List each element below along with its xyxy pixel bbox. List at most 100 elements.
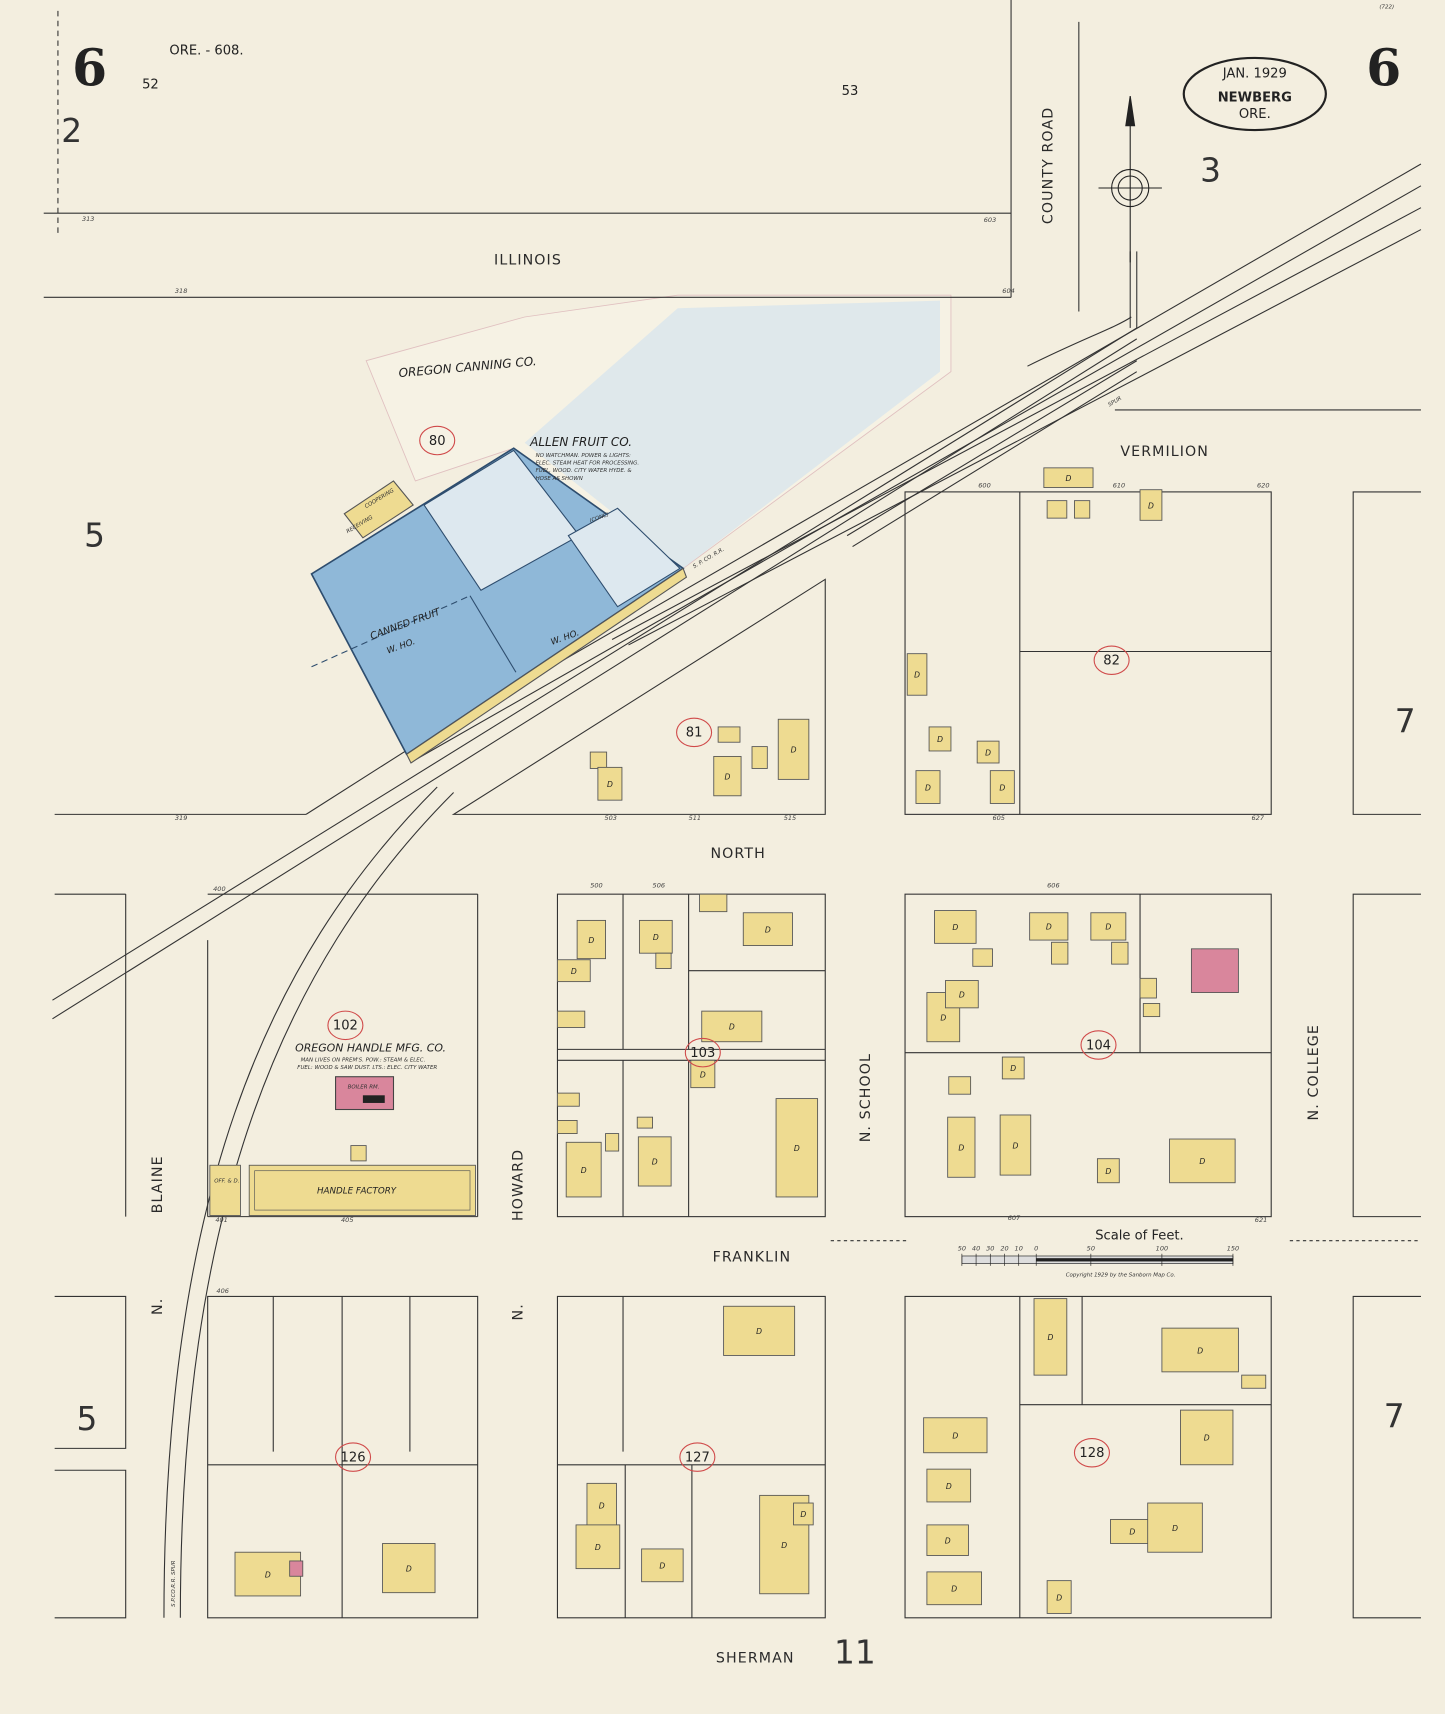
block-number-label: 104 [1086, 1038, 1111, 1053]
dwelling [557, 1120, 578, 1134]
allen-fruit-co-complex [310, 447, 688, 764]
dwelling-outline [655, 952, 672, 969]
dwelling: D [1180, 1409, 1234, 1466]
dwelling-outline [597, 766, 623, 801]
block-number: 128 [1073, 1437, 1110, 1468]
block-number: 102 [327, 1010, 364, 1041]
dwelling: D [906, 653, 928, 696]
block-number: 81 [676, 717, 713, 748]
dwelling-outline [586, 1482, 617, 1528]
dwelling-outline [1074, 500, 1091, 519]
dwelling-outline [575, 1524, 621, 1570]
dwelling [605, 1133, 620, 1152]
block-number: 104 [1080, 1030, 1117, 1060]
dwelling-label: D [940, 1013, 946, 1022]
oregon-handle-label: OREGON HANDLE MFG. CO. [295, 1042, 446, 1055]
dwelling-label: D [1056, 1593, 1062, 1602]
dwelling-label: D [652, 1158, 658, 1167]
scale-tick-label: 0 [1034, 1245, 1038, 1253]
address-number: 405 [341, 1216, 353, 1224]
street-blaine-prefix: N. [150, 1298, 166, 1315]
railroad-tracks [52, 163, 1422, 1618]
dwelling-outline [1180, 1409, 1234, 1466]
dwelling-outline [947, 1116, 976, 1178]
dwelling-label: D [937, 735, 943, 744]
street-sherman: SHERMAN [716, 1651, 795, 1667]
block-number-circle [676, 717, 713, 748]
dwelling-label: D [985, 748, 991, 757]
scale-tick-label: 30 [986, 1245, 994, 1253]
dwelling: D [934, 910, 977, 944]
dwelling-outline [1139, 977, 1157, 999]
dwelling [1139, 977, 1157, 999]
dwelling [636, 1116, 653, 1129]
block-number-label: 80 [429, 434, 446, 449]
address-number: 511 [689, 814, 701, 822]
adjoining-sheet-3: 3 [1200, 151, 1221, 189]
dwelling-outline [1001, 1056, 1025, 1080]
dwelling: D [926, 1571, 982, 1606]
street-north: NORTH [710, 846, 765, 862]
dwelling-label: D [952, 1432, 958, 1441]
dwelling: D [777, 718, 810, 780]
dwelling-outline [1161, 1327, 1239, 1373]
dwelling: D [926, 1524, 969, 1556]
dwelling-label: D [653, 933, 659, 942]
dwelling: D [575, 1524, 621, 1570]
dwelling [1142, 1003, 1161, 1018]
dwelling-outline [926, 1524, 969, 1556]
dwelling: D [775, 1098, 819, 1198]
block-number-label: 102 [333, 1019, 358, 1034]
dwelling: D [1090, 912, 1127, 941]
dwelling-label: D [700, 1070, 706, 1079]
block-number-label: 126 [341, 1450, 366, 1465]
address-number: 515 [784, 814, 796, 822]
dwelling-label: D [756, 1327, 762, 1336]
dwelling [972, 948, 993, 967]
address-number: 406 [216, 1287, 228, 1295]
address-number: 627 [1252, 814, 1265, 822]
street-college: N. COLLEGE [1306, 1024, 1322, 1120]
dwelling-outline [699, 893, 728, 913]
address-number: 604 [1002, 287, 1014, 295]
map-city: NEWBERG [1218, 91, 1292, 106]
dwelling-label: D [1172, 1524, 1178, 1533]
address-number: 620 [1257, 482, 1269, 490]
dwelling: D [1046, 1580, 1072, 1614]
sheet-number-right: 6 [1366, 38, 1401, 97]
oregon-canning-buildings [524, 300, 941, 569]
dwelling-label: D [1197, 1346, 1203, 1355]
dwelling-outline [775, 1098, 819, 1198]
block-number-circle [419, 425, 456, 456]
brick-dwelling [289, 1560, 304, 1577]
dwelling: D [701, 1010, 763, 1043]
dwelling-outline [1111, 941, 1129, 965]
dwelling-label: D [1105, 1167, 1111, 1176]
block-number-label: 82 [1103, 654, 1120, 669]
map-date: JAN. 1929 [1222, 67, 1287, 82]
dwelling-label: D [791, 746, 797, 755]
dwelling [589, 751, 608, 769]
dwelling-outline [976, 740, 1000, 764]
adjoining-sheet-11: 11 [834, 1634, 876, 1672]
address-number: 500 [590, 882, 602, 890]
dwelling: D [989, 770, 1015, 804]
dwelling: D [1033, 1298, 1068, 1376]
dwelling: D [576, 919, 606, 960]
dwelling-outline [1142, 1003, 1161, 1018]
dwelling-outline [923, 1417, 988, 1454]
dwelling-label: D [581, 1166, 587, 1175]
dwelling-outline [557, 959, 591, 983]
block-number: 82 [1093, 645, 1130, 675]
adjoining-sheet-7-upper: 7 [1395, 702, 1416, 740]
dwelling: D [637, 1136, 672, 1187]
dwelling-label: D [999, 783, 1005, 792]
dwelling-outline [906, 653, 928, 696]
dwelling [557, 1010, 586, 1028]
boiler-label: BOILER RM. [348, 1085, 380, 1091]
dwelling-outline [382, 1543, 436, 1594]
north-arrow-compass-icon [1098, 96, 1162, 263]
dwelling-outline [1043, 467, 1094, 488]
